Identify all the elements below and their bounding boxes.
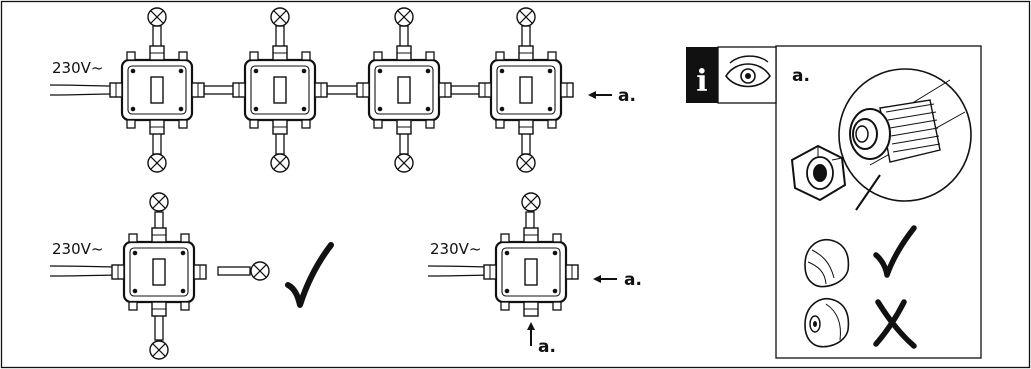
pointer-arrow xyxy=(855,174,881,211)
marker-label-bm-right: a. xyxy=(624,270,642,290)
junction-box-bl xyxy=(111,227,207,317)
check-mark-icon xyxy=(873,225,917,278)
lamp-cross-icon xyxy=(394,153,414,173)
info-panel: i a. xyxy=(686,45,982,359)
lamp-cross-icon xyxy=(149,192,169,212)
voltage-label-top: 230V~ xyxy=(52,59,103,77)
marker-arrow-bm-bottom xyxy=(527,322,535,346)
junction-box-4 xyxy=(478,45,574,135)
info-glyph: i xyxy=(696,64,707,99)
junction-box-3 xyxy=(356,45,452,135)
lamp-cross-icon xyxy=(521,192,541,212)
lamp-cross-icon xyxy=(149,340,169,360)
voltage-label-bm: 230V~ xyxy=(430,240,481,258)
lamp-cross-icon xyxy=(147,153,167,173)
marker-arrow-top xyxy=(588,91,612,99)
lamp-cross-icon xyxy=(516,7,536,27)
lamp-cross-icon xyxy=(394,7,414,27)
lamp-cross-icon xyxy=(270,153,290,173)
cap-nut-icon xyxy=(790,144,847,202)
marker-arrow-bm-right xyxy=(593,275,617,283)
lamp-cross-icon xyxy=(516,153,536,173)
info-icon xyxy=(686,47,718,103)
check-mark-icon xyxy=(285,242,334,308)
marker-label-bm-bottom: a. xyxy=(538,337,556,357)
lamp-cross-icon xyxy=(250,261,270,281)
voltage-label-bl: 230V~ xyxy=(52,240,103,258)
eye-icon xyxy=(725,55,771,88)
magnified-gland-detail xyxy=(838,68,972,202)
panel-marker-label: a. xyxy=(792,66,810,86)
supply-cable-top xyxy=(49,84,111,87)
seal-closed-icon xyxy=(804,238,850,288)
seal-open-icon xyxy=(804,297,850,348)
cross-mark-icon xyxy=(873,299,917,349)
lamp-cross-icon xyxy=(147,7,167,27)
junction-box-2 xyxy=(232,45,328,135)
lamp-cross-icon xyxy=(270,7,290,27)
junction-box-1 xyxy=(109,45,205,135)
junction-box-bm xyxy=(483,227,579,317)
marker-label-top: a. xyxy=(618,86,636,106)
